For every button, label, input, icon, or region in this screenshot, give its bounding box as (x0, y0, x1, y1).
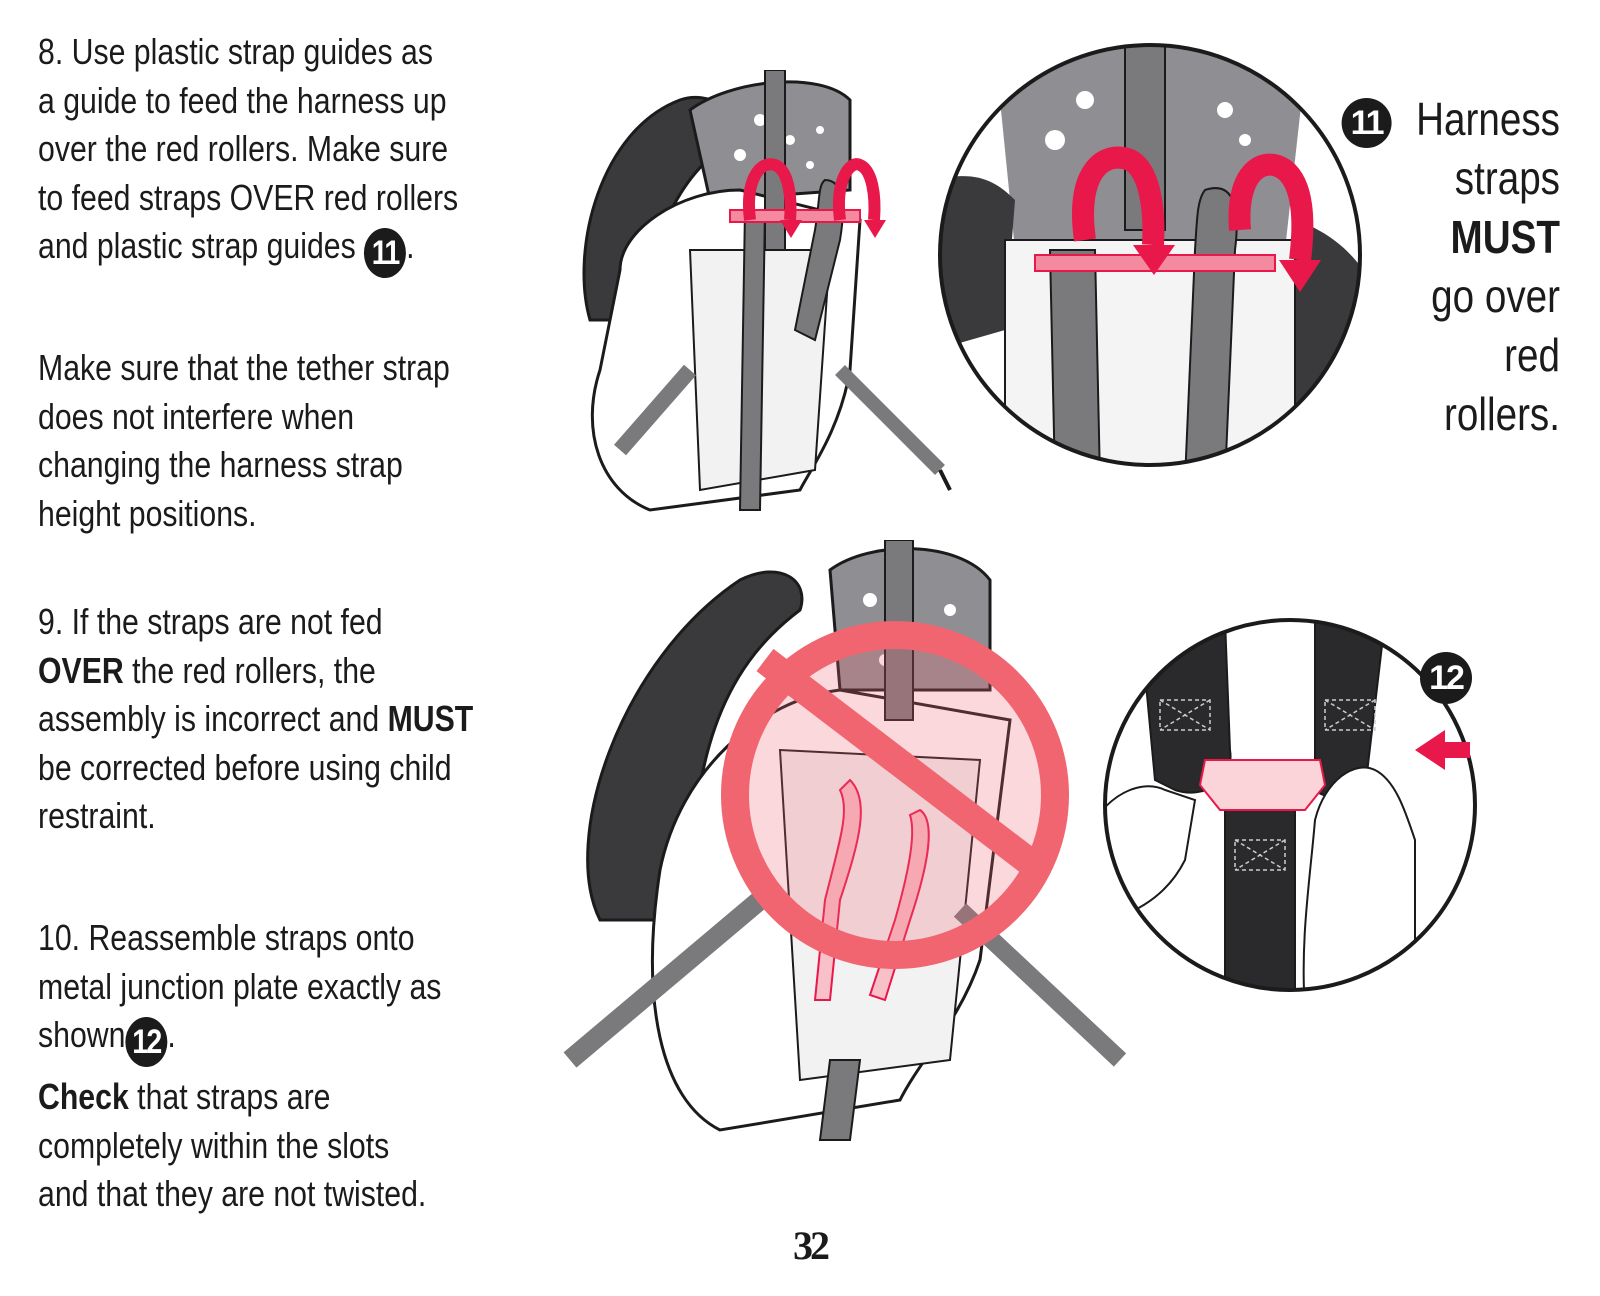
push-arrow (1415, 730, 1470, 770)
step-10-line: 10. Reassemble straps onto (38, 917, 415, 958)
step-10-line-text: shown (38, 1014, 126, 1055)
detail-circle-frame (938, 43, 1362, 467)
tether-strap-right (835, 365, 945, 475)
right-hand (1302, 766, 1416, 990)
zoom-strap-left (1048, 249, 1102, 465)
check-instructions: Check that straps are completely within … (38, 1073, 542, 1219)
step-9-line: restraint. (38, 795, 156, 836)
step-8-line: 8. Use plastic strap guides as (38, 31, 433, 72)
check-line: Check that straps are (38, 1073, 542, 1122)
roller-detail-figure (938, 43, 1362, 467)
zoom-headrest-wing-left (940, 176, 1015, 350)
strap-bottom-large (818, 1059, 862, 1141)
tether-note-line: changing the harness strap (38, 444, 403, 485)
tether-strap-left (613, 364, 697, 456)
step-10-line: metal junction plate exactly as (38, 965, 442, 1007)
tether-note: Make sure that the tether strap does not… (38, 344, 542, 538)
zoom-red-arrowhead-right (1279, 260, 1321, 292)
tether-hook (938, 469, 952, 491)
side-note-line: red (1504, 329, 1560, 381)
step-8-line: to feed straps OVER red rollers (38, 176, 459, 218)
prohibition-slash (756, 648, 1049, 882)
tether-note-line: does not interfere when (38, 395, 355, 437)
red-arrow-right (833, 158, 881, 221)
side-note-text: Harness (1416, 93, 1560, 145)
side-note-line: straps (1454, 152, 1560, 204)
stitch-marks (1159, 699, 1376, 871)
detail-circle-frame-2 (1103, 618, 1477, 992)
step-8-instructions: 8. Use plastic strap guides as a guide t… (38, 28, 542, 278)
metal-junction-plate (1198, 759, 1327, 811)
side-note-line: go over (1431, 270, 1560, 322)
red-arrowhead-left (780, 220, 802, 238)
check-line: and that they are not twisted. (38, 1173, 427, 1214)
step-9-line: assembly is incorrect and MUST (38, 695, 542, 744)
step-11-badge: 11 (364, 228, 407, 278)
step-11-badge-side: 11 (1341, 98, 1392, 148)
step-9-line-text: the red rollers, the (123, 649, 376, 691)
page-number: 32 (793, 1223, 830, 1268)
harness-strap-left (738, 209, 767, 511)
side-note-line: rollers. (1444, 388, 1560, 440)
tether-note-line: Make sure that the tether strap (38, 347, 450, 388)
step-10-period: . (167, 1014, 176, 1055)
step-10-instructions: 10. Reassemble straps onto metal junctio… (38, 914, 542, 1067)
check-line-text: that straps are (128, 1076, 331, 1117)
step-9-must: MUST (387, 698, 474, 739)
zoom-seat-panel (1004, 239, 1296, 465)
step-8-line: over the red rollers. Make sure (38, 128, 449, 169)
side-note: 11 Harness straps MUST go over red roller… (1341, 90, 1560, 444)
step-9-line-text: assembly is incorrect and (38, 698, 388, 739)
step-8-line: and plastic strap guides 11. (38, 222, 542, 278)
side-note-must: MUST (1450, 211, 1560, 263)
side-note-line: 11 Harness (1341, 90, 1560, 149)
junction-plate-figure (1103, 618, 1477, 992)
tether-strap-left-large (563, 892, 767, 1068)
tether-note-line: height positions. (38, 492, 257, 534)
red-arrowhead-right (864, 220, 886, 238)
step-12-badge: 12 (125, 1017, 168, 1067)
zoom-red-arrow-right (1228, 153, 1314, 262)
incorrect-assembly-figure (563, 540, 1127, 1141)
headrest-wing-large (586, 570, 804, 922)
step-8-line: a guide to feed the harness up (38, 79, 447, 121)
step-12-badge-figure: 12 (1420, 652, 1472, 704)
zoom-red-arrow-left (1072, 146, 1165, 246)
red-arrow-left (743, 158, 797, 221)
step-8-line-text: and plastic strap guides (38, 225, 356, 266)
zoom-red-arrowhead-left (1133, 245, 1175, 275)
check-emphasis: Check (38, 1076, 129, 1117)
step-9-emphasis: OVER (38, 649, 124, 691)
check-line: completely within the slots (38, 1124, 390, 1166)
step-9-instructions: 9. If the straps are not fed OVER the re… (38, 598, 542, 841)
step-9-line: 9. If the straps are not fed (38, 601, 383, 642)
step-9-line: OVER the red rollers, the (38, 647, 542, 696)
step-8-period: . (406, 225, 415, 266)
seat-back-figure-top (582, 70, 952, 512)
step-9-line: be corrected before using child (38, 746, 452, 788)
